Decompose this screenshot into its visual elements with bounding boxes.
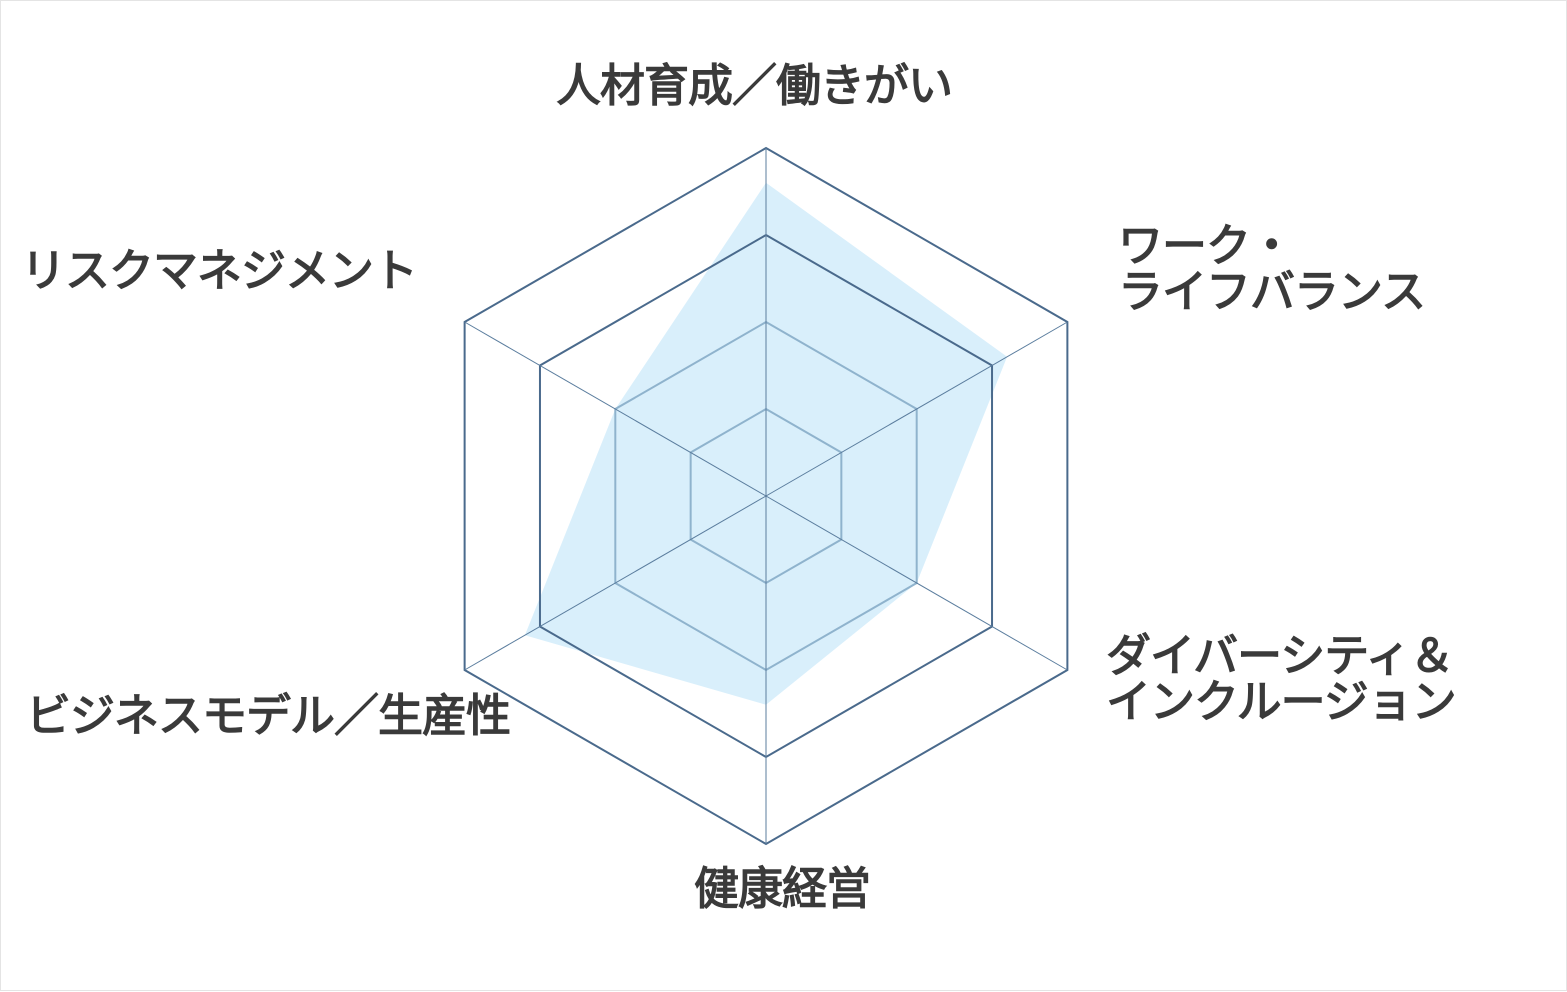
axis-label-risk-management: リスクマネジメント xyxy=(21,244,418,297)
axis-spoke-2 xyxy=(765,495,1068,671)
axis-label-talent-development: 人材育成／働きがい xyxy=(556,59,953,112)
axis-spoke-5 xyxy=(464,321,767,497)
axis-label-diversity-inclusion: ダイバーシティ＆ インクルージョン xyxy=(1106,629,1457,728)
axis-label-business-model-productivity: ビジネスモデル／生産性 xyxy=(26,689,511,742)
axis-label-work-life-balance: ワーク・ ライフバランス xyxy=(1118,219,1426,318)
axis-spoke-1 xyxy=(765,321,1068,497)
axis-label-health-management: 健康経営 xyxy=(694,862,871,915)
axis-spoke-4 xyxy=(464,495,767,671)
